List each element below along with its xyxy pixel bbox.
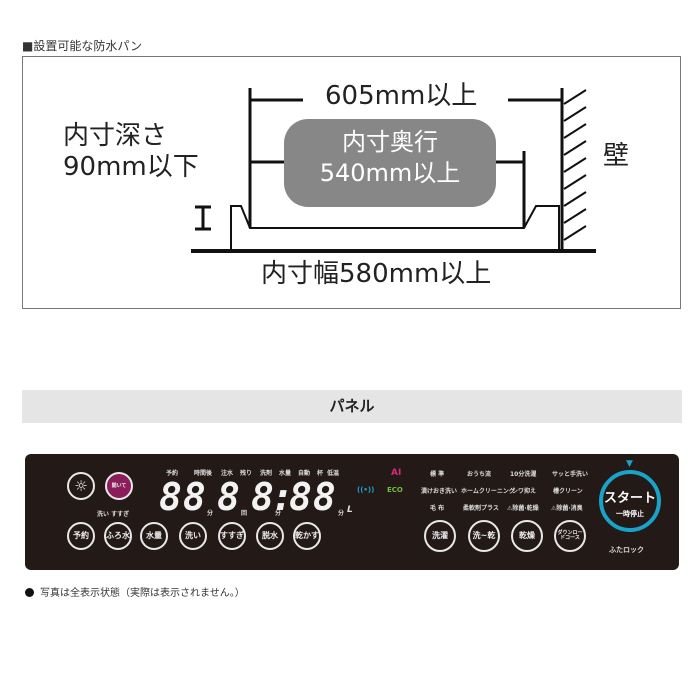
display-digit-3: 8 — [251, 475, 275, 519]
unit-liter: L — [347, 505, 353, 515]
unit-min-2: 分 — [275, 510, 282, 517]
width-top-label: 605mm以上 — [325, 81, 478, 111]
depth-label: 内寸深さ 90mm以下 — [63, 121, 199, 183]
course-10min-wash[interactable]: 10分洗濯 — [510, 471, 537, 478]
reserve-label: 予約 — [73, 531, 89, 540]
display-label-fill: 注水 — [221, 470, 234, 477]
mode-wash-button[interactable]: 洗濯 — [424, 520, 456, 552]
spin-label: 脱水 — [262, 531, 278, 540]
display-digits-4: 88 — [289, 475, 337, 519]
light-button[interactable]: ☼ — [67, 472, 95, 500]
course-blanket[interactable]: 毛 布 — [430, 505, 445, 512]
pan-diagram-lines — [191, 88, 596, 253]
display-note: 写真は全表示状態（実際は表示されません。） — [25, 584, 245, 599]
spin-button[interactable]: 脱水 — [256, 522, 284, 550]
depth-label-line2: 90mm以下 — [63, 152, 199, 183]
course-sterilize-dry[interactable]: ⚠除菌·乾燥 — [507, 505, 539, 512]
depth-label-line1: 内寸深さ — [63, 121, 168, 151]
display-digits-1: 88 — [159, 475, 207, 519]
rinse-button[interactable]: すすぎ — [218, 522, 246, 550]
display-colon: : — [271, 475, 295, 519]
display-label-reserve: 予約 — [166, 470, 179, 477]
inner-depth-pill: 内寸奥行 540mm以上 — [284, 119, 496, 207]
light-bulb-icon: ☼ — [74, 476, 88, 495]
wifi-icon: ((•)) — [357, 486, 375, 494]
reserve-button[interactable]: 予約 — [67, 522, 95, 550]
course-tub-clean[interactable]: 槽クリーン — [553, 488, 583, 495]
unit-min-3: 分 — [338, 510, 345, 517]
open-lid-button[interactable]: 開いて — [105, 472, 133, 500]
display-label-detergent: 洗剤 — [260, 470, 273, 477]
rinse-label: すすぎ — [220, 531, 244, 540]
display-label-water: 水量 — [279, 470, 292, 477]
control-panel: ☼ 開いて 洗い すすぎ 予約 ふろ水 水量 洗い すすぎ 脱水 乾かす 予約 … — [25, 454, 679, 570]
course-home-cleaning[interactable]: ホームクリーニング — [461, 488, 515, 495]
inner-width-label: 内寸幅580mm以上 — [261, 259, 492, 289]
download-course-label: ダウンロードコース — [557, 530, 583, 541]
note-text: 写真は全表示状態（実際は表示されません。） — [40, 588, 245, 599]
lid-lock-label: ふたロック — [609, 546, 644, 554]
course-wrinkle-reduce[interactable]: シワ抑え — [512, 488, 537, 495]
unit-times: 回 — [241, 510, 248, 517]
ai-indicator: AI — [391, 468, 402, 478]
dry-button[interactable]: 乾かす — [293, 522, 321, 550]
course-softener-plus[interactable]: 柔軟剤プラス — [463, 505, 499, 512]
water-level-label: 水量 — [146, 531, 162, 540]
download-course-button[interactable]: ダウンロードコース — [554, 520, 586, 552]
open-lid-label: 開いて — [111, 482, 127, 489]
mode-wash-dry-label: 洗~乾 — [472, 531, 496, 540]
display-label-hours-later: 時間後 — [194, 470, 213, 477]
bath-water-button[interactable]: ふろ水 — [104, 522, 132, 550]
pause-label: 一時停止 — [616, 510, 644, 518]
display-digit-2: 8 — [217, 475, 241, 519]
waterproof-pan-diagram: 内寸深さ 90mm以下 605mm以上 内寸奥行 540mm以上 壁 内寸幅58… — [22, 56, 681, 309]
mode-wash-label: 洗濯 — [432, 531, 448, 540]
mode-dry-label: 乾燥 — [519, 531, 535, 540]
panel-header: パネル — [22, 390, 682, 423]
start-pause-button[interactable]: スタート 一時停止 — [599, 470, 661, 532]
bath-water-label: ふろ水 — [106, 531, 130, 540]
eco-indicator: ECO — [387, 486, 403, 494]
wifi-signal-icon: ▼ — [626, 459, 633, 469]
course-soak[interactable]: 漬けおき洗い — [421, 488, 458, 495]
inner-depth-line1: 内寸奥行 — [342, 128, 438, 156]
course-home-style[interactable]: おうち流 — [467, 471, 492, 478]
course-sterilize-deodorize[interactable]: ⚠除菌·消臭 — [551, 505, 583, 512]
mode-wash-dry-button[interactable]: 洗~乾 — [468, 520, 500, 552]
inner-depth-line2: 540mm以上 — [319, 159, 461, 188]
wash-rinse-label: 洗い すすぎ — [97, 511, 130, 518]
display-label-remaining: 残り — [240, 470, 253, 477]
wash-label: 洗い — [185, 531, 201, 540]
section-title: ■設置可能な防水パン — [22, 39, 142, 53]
wash-button[interactable]: 洗い — [179, 522, 207, 550]
unit-min-1: 分 — [207, 510, 214, 517]
bullet-icon — [25, 588, 34, 597]
mode-dry-button[interactable]: 乾燥 — [511, 520, 543, 552]
course-standard[interactable]: 標 準 — [430, 471, 445, 478]
display-label-auto: 自動 — [298, 470, 311, 477]
display-label-cup: 杯 — [317, 470, 324, 477]
start-label: スタート — [603, 491, 656, 506]
course-quick-handwash[interactable]: サッと手洗い — [552, 471, 589, 478]
display-label-low-temp: 低温 — [327, 470, 340, 477]
water-level-button[interactable]: 水量 — [140, 522, 168, 550]
dry-label: 乾かす — [295, 531, 319, 540]
wall-label: 壁 — [603, 141, 630, 171]
